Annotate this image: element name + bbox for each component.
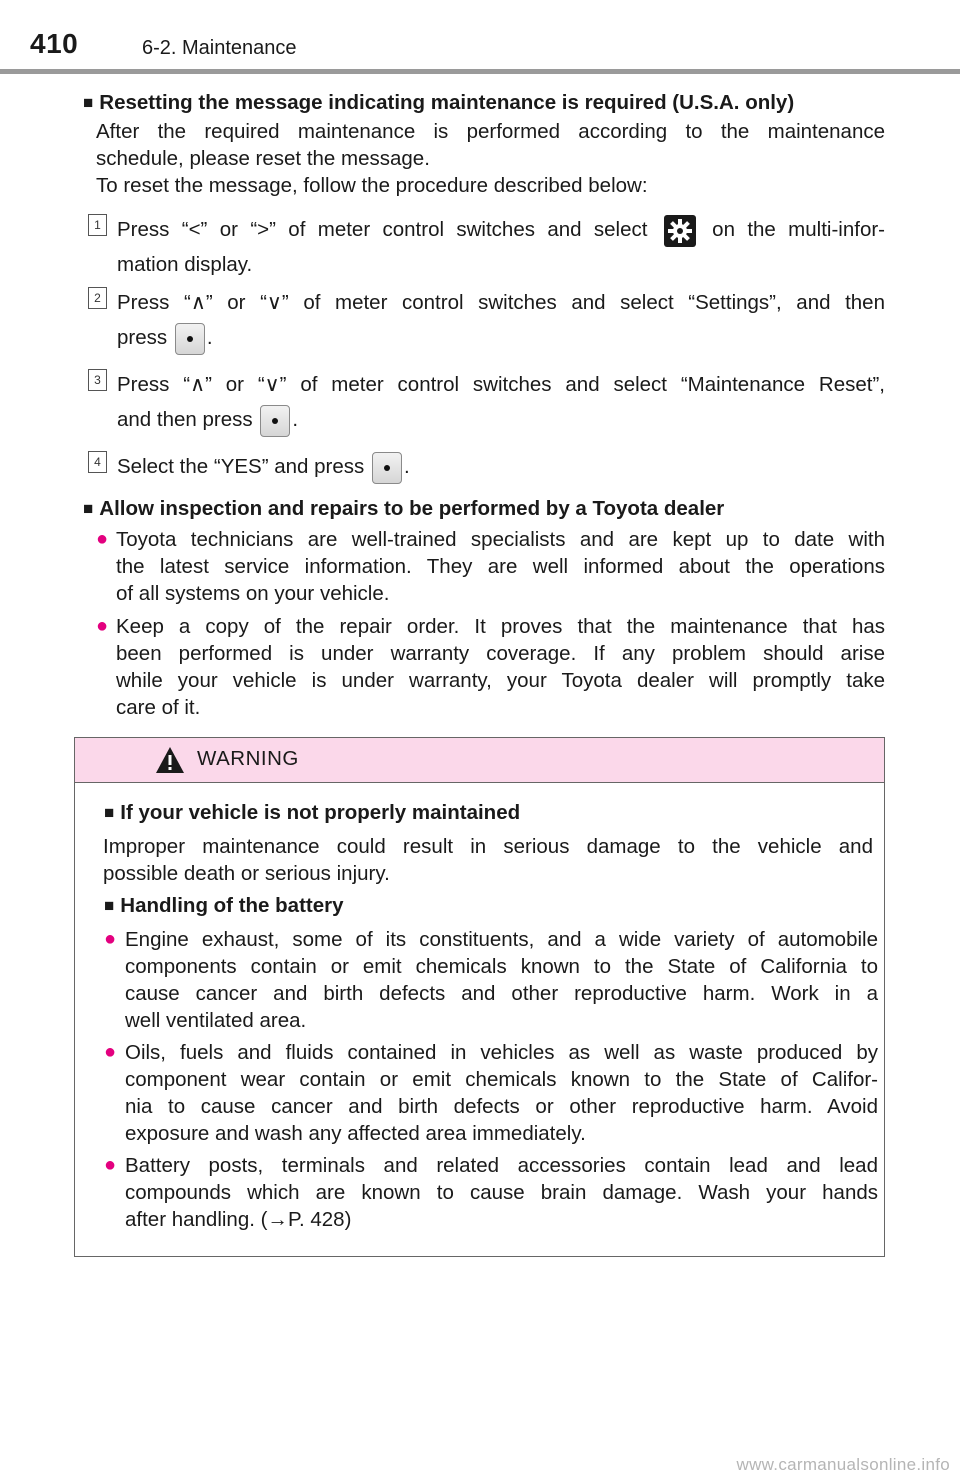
square-bullet: ■ [104,896,115,915]
text-line: care of it. [116,696,201,719]
bullet-dot: ● [104,1041,117,1063]
text-line: the latest service information. They are… [116,555,885,578]
step-number: 3 [88,369,107,391]
text-line: been performed is under warranty coverag… [116,642,885,665]
step-line: press . [117,320,885,355]
text-line: while your vehicle is under warranty, yo… [116,669,885,692]
warning-box: WARNING ■If your vehicle is not properly… [74,737,885,1257]
text-line: possible death or serious injury. [103,862,390,885]
warning-header: WARNING [75,738,884,783]
step-number: 2 [88,287,107,309]
settings-gear-icon [663,214,696,247]
text-line: schedule, please reset the message. [96,147,430,170]
page-reference-link[interactable]: after handling. (→P. 428) [125,1208,352,1231]
step-number: 4 [88,451,107,473]
watermark: www.carmanualsonline.info [736,1455,950,1474]
text-line: compounds which are known to cause brain… [125,1181,878,1204]
warning-heading-maintenance: ■If your vehicle is not properly maintai… [104,801,521,824]
text-line: After the required maintenance is perfor… [96,120,885,143]
text-line: nia to cause cancer and birth defects or… [125,1095,878,1118]
dealer-heading: ■ Allow inspection and repairs to be perf… [83,495,724,523]
text-line: well ventilated area. [125,1009,307,1032]
bullet-dot: ● [96,615,109,637]
text-line: exposure and wash any affected area imme… [125,1122,586,1145]
dealer-heading-text: Allow inspection and repairs to be perfo… [99,497,725,520]
enter-button-icon [371,451,402,484]
text-line: Toyota technicians are well-trained spec… [116,528,885,551]
square-bullet: ■ [83,499,94,518]
warning-heading-battery: ■Handling of the battery [104,894,344,917]
text-line: Improper maintenance could result in ser… [103,835,873,858]
warning-triangle-icon [156,747,184,773]
text-line: cause cancer and birth defects and other… [125,982,878,1005]
step-line: Press “∧” or “∨” of meter control switch… [117,373,885,396]
step-line: and then press . [117,402,885,437]
reset-heading: ■ Resetting the message indicating mainte… [83,89,794,117]
text-line: component wear contain or emit chemicals… [125,1068,878,1091]
enter-button-icon [174,322,205,355]
text-line: components contain or emit chemicals kno… [125,955,878,978]
warning-title: WARNING [197,747,299,770]
reset-intro: After the required maintenance is perfor… [96,118,885,199]
step-line: Press “∧” or “∨” of meter control switch… [117,291,885,314]
page-number: 410 [30,28,79,59]
bullet-dot: ● [96,528,109,550]
step-line: Select the “YES” and press . [117,449,885,484]
text-line: of all systems on your vehicle. [116,582,390,605]
reset-heading-text: Resetting the message indicating mainten… [99,91,795,114]
text-line: Battery posts, terminals and related acc… [125,1154,878,1177]
square-bullet: ■ [104,803,115,822]
bullet-dot: ● [104,928,117,950]
header-rule [0,69,960,74]
step-number: 1 [88,214,107,236]
text-line: Keep a copy of the repair order. It prov… [116,615,885,638]
section-title: 6-2. Maintenance [142,37,297,59]
text-line: Oils, fuels and fluids contained in vehi… [125,1041,878,1064]
step-line: mation display. [117,253,253,276]
warning-maintenance-text: Improper maintenance could result in ser… [103,833,873,887]
step-line: Press “<” or “>” of meter control switch… [117,212,885,247]
bullet-dot: ● [104,1154,117,1176]
text-line: Engine exhaust, some of its constituents… [125,928,878,951]
square-bullet: ■ [83,93,94,112]
text-line: To reset the message, follow the procedu… [96,174,648,197]
enter-button-icon [260,404,291,437]
